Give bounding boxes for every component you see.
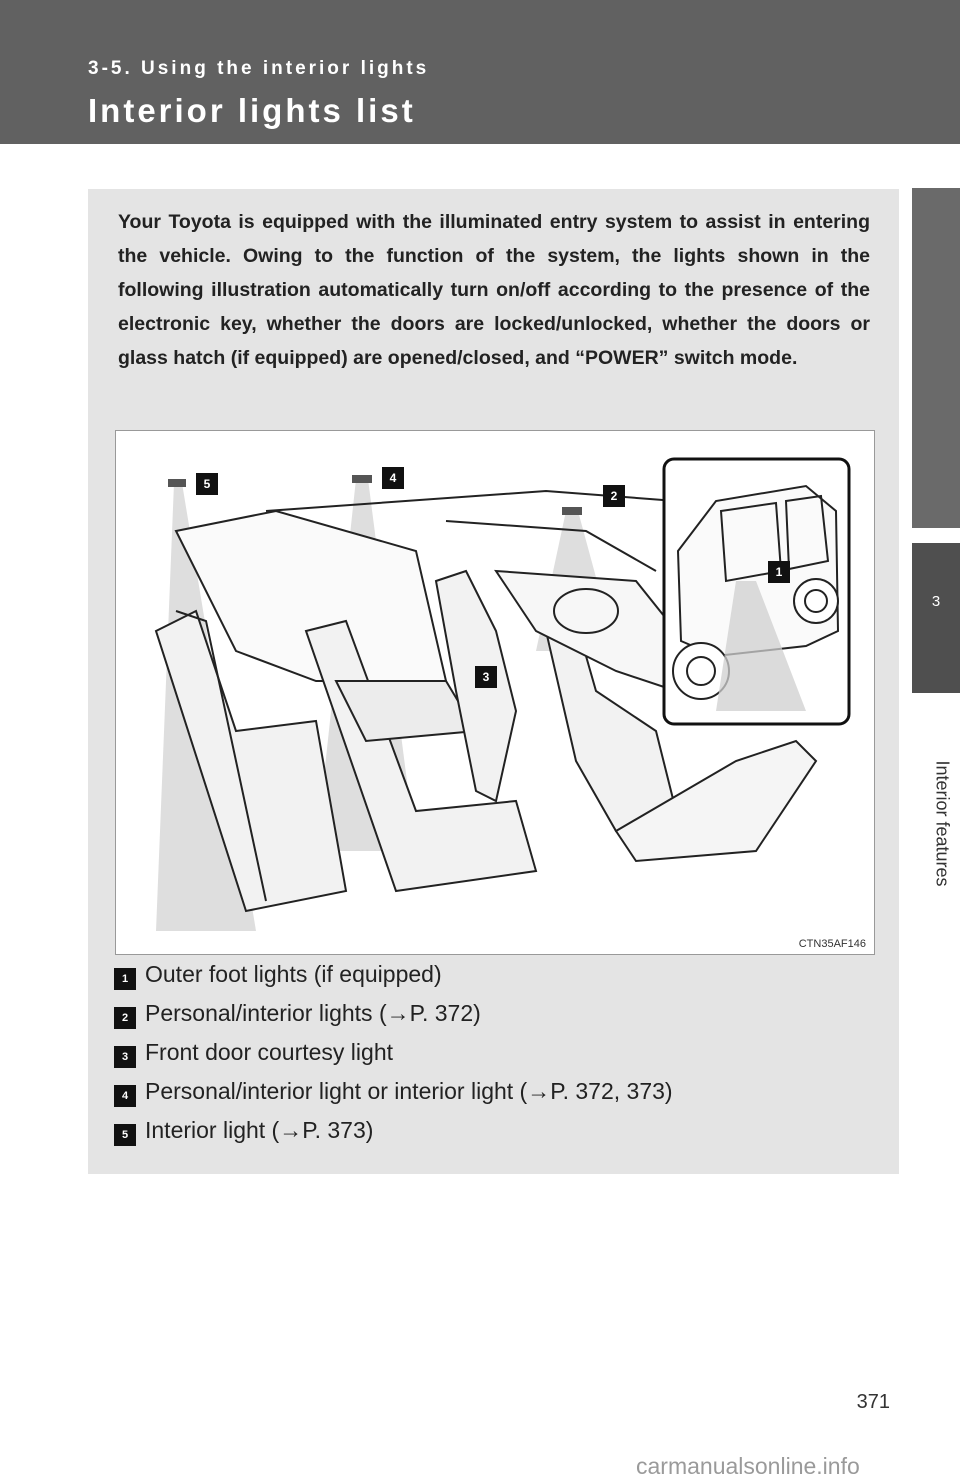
legend-marker-3: 3 — [114, 1046, 136, 1068]
chapter-tab-bar — [912, 188, 960, 528]
callout-2-label: 2 — [611, 489, 618, 503]
legend-marker-2: 2 — [114, 1007, 136, 1029]
callout-3-label: 3 — [483, 670, 490, 684]
legend-marker-4: 4 — [114, 1085, 136, 1107]
legend-text: Front door courtesy light — [145, 1039, 393, 1066]
chapter-label: Interior features — [932, 714, 953, 934]
callout-4-label: 4 — [390, 471, 397, 485]
callout-2: 2 — [603, 485, 625, 507]
chapter-number-box: 3 — [912, 543, 960, 693]
callout-1-label: 1 — [776, 565, 783, 579]
legend-marker-1: 1 — [114, 968, 136, 990]
callout-5: 5 — [196, 473, 218, 495]
callout-1: 1 — [768, 561, 790, 583]
content-box: Your Toyota is equipped with the illumin… — [88, 189, 899, 1174]
callout-5-label: 5 — [204, 477, 211, 491]
legend-text: Interior light (→P. 373) — [145, 1117, 373, 1144]
chapter-tab: 3 Interior features — [912, 188, 960, 1188]
chapter-label-box: Interior features — [912, 693, 960, 923]
callout-4: 4 — [382, 467, 404, 489]
chapter-number: 3 — [912, 593, 960, 610]
page-header: 3-5. Using the interior lights Interior … — [0, 0, 960, 144]
illustration-code: CTN35AF146 — [799, 938, 866, 950]
legend-text: Personal/interior lights (→P. 372) — [145, 1000, 481, 1027]
callout-3: 3 — [475, 666, 497, 688]
section-label: 3-5. Using the interior lights — [88, 58, 429, 80]
legend-marker-5: 5 — [114, 1124, 136, 1146]
intro-paragraph: Your Toyota is equipped with the illumin… — [118, 205, 870, 375]
legend-text: Personal/interior light or interior ligh… — [145, 1078, 673, 1105]
vehicle-interior-drawing — [116, 431, 874, 954]
page-title: Interior lights list — [88, 92, 416, 130]
watermark-link[interactable]: carmanualsonline.info — [636, 1453, 860, 1480]
interior-illustration: 5 4 2 1 3 CTN35AF146 — [115, 430, 875, 955]
page-number: 371 — [820, 1391, 890, 1414]
legend-text: Outer foot lights (if equipped) — [145, 961, 442, 988]
